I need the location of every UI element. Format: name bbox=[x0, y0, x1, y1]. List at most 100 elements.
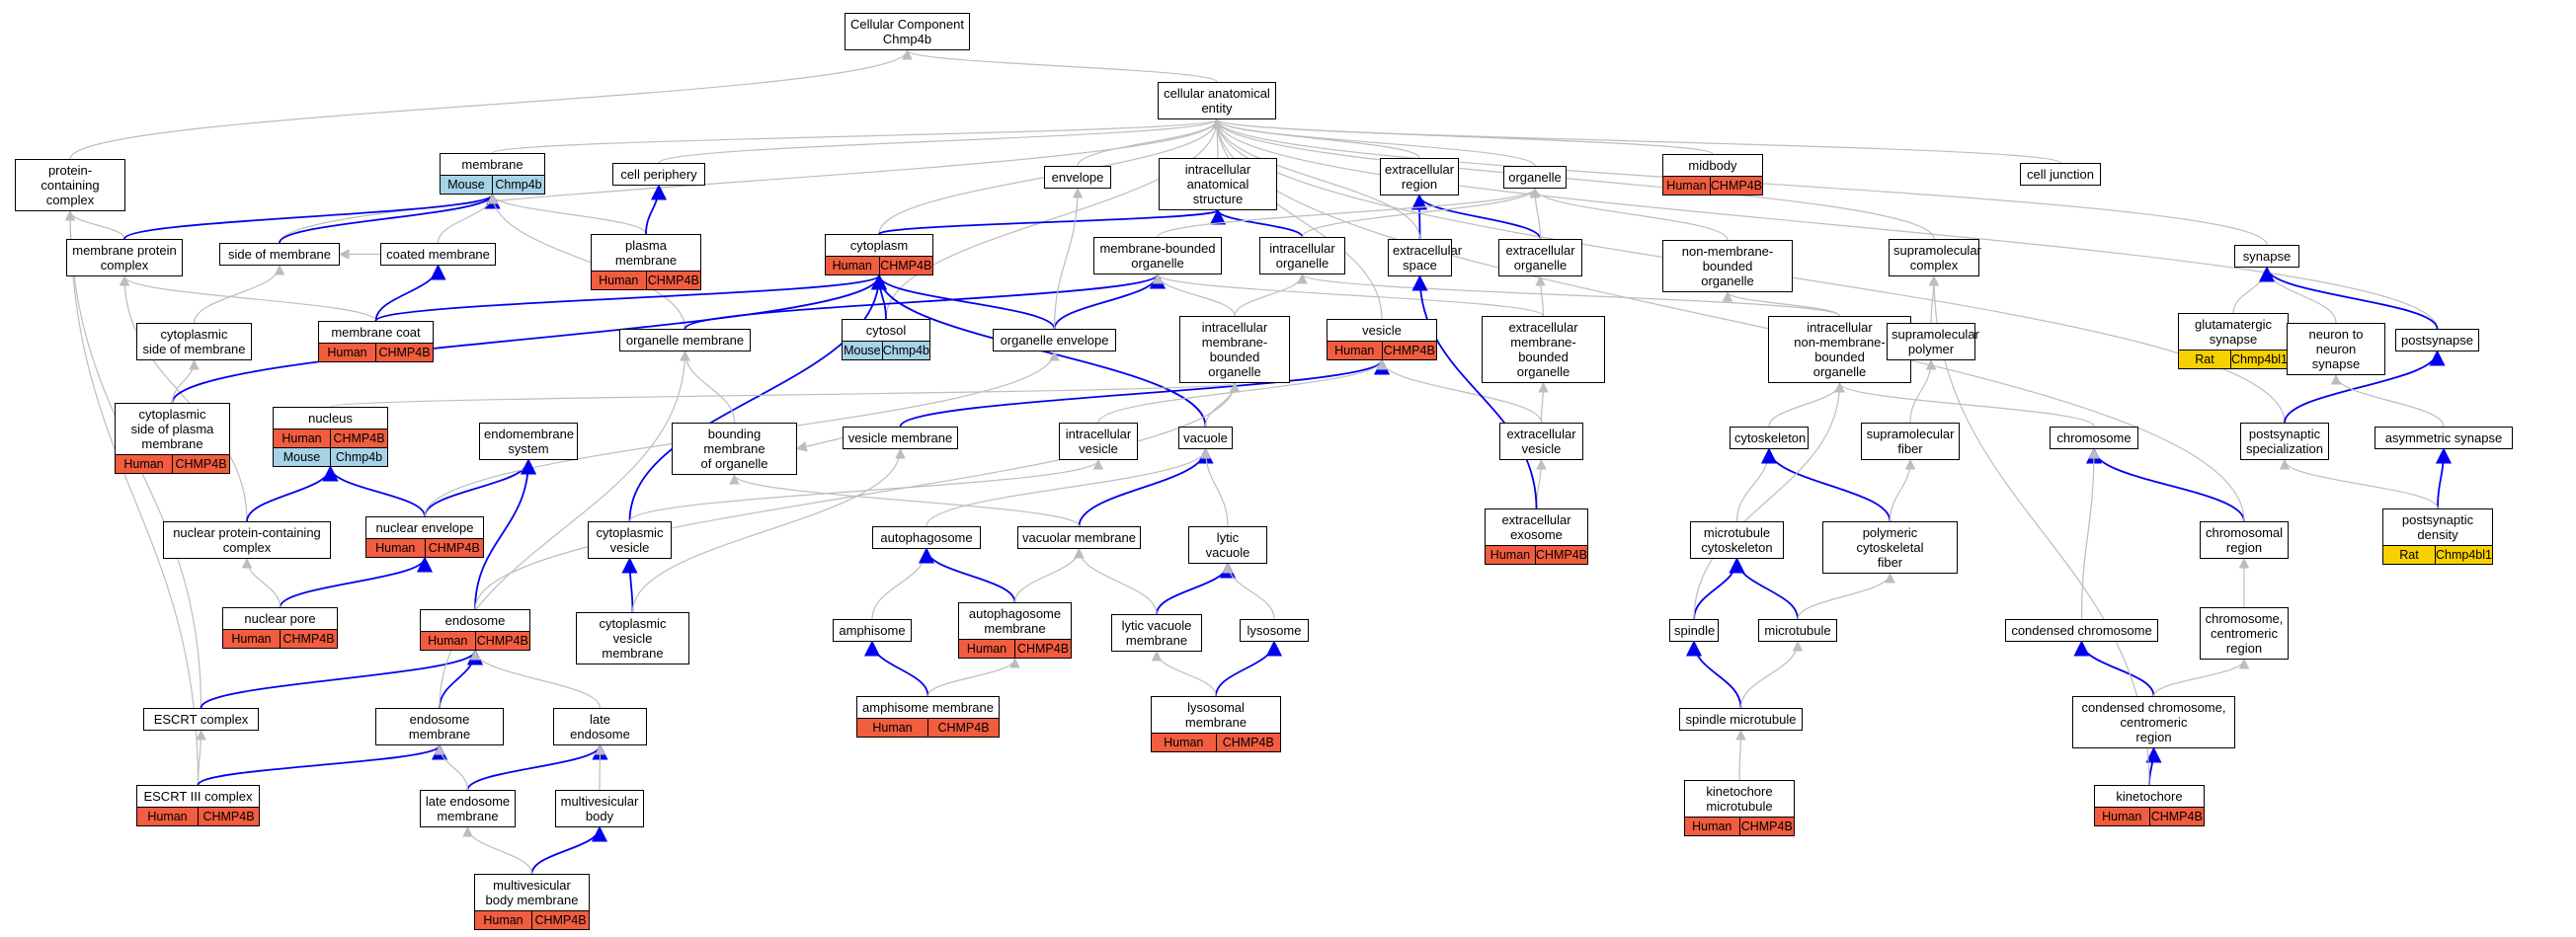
node-chromosome[interactable]: chromosome bbox=[2050, 427, 2138, 449]
node-extreg[interactable]: extracellular region bbox=[1380, 158, 1459, 195]
node-suppoly[interactable]: supramolecular polymer bbox=[1887, 323, 1979, 360]
node-npcc[interactable]: nuclear protein-containing complex bbox=[163, 521, 331, 559]
gene-tag: CHMP4B bbox=[1738, 818, 1794, 835]
species-tag: Human bbox=[274, 429, 330, 447]
node-polycytofib[interactable]: polymeric cytoskeletal fiber bbox=[1822, 521, 1958, 574]
node-supcomplex[interactable]: supramolecular complex bbox=[1889, 239, 1981, 276]
node-nmbo[interactable]: non-membrane-bounded organelle bbox=[1662, 240, 1793, 292]
node-chromcent[interactable]: chromosome, centromeric region bbox=[2200, 607, 2289, 660]
node-mpc[interactable]: membrane protein complex bbox=[66, 239, 183, 276]
node-embo[interactable]: extracellular membrane-bounded organelle bbox=[1482, 316, 1605, 383]
node-extspace[interactable]: extracellular space bbox=[1388, 239, 1462, 276]
node-bmo[interactable]: bounding membrane of organelle bbox=[672, 423, 797, 475]
node-cae[interactable]: cellular anatomical entity bbox=[1158, 82, 1276, 119]
gene-tag: CHMP4B bbox=[280, 630, 337, 648]
node-escrt[interactable]: ESCRT complex bbox=[143, 708, 259, 731]
node-lvmem[interactable]: lytic vacuole membrane bbox=[1111, 614, 1202, 652]
node-intves[interactable]: intracellular vesicle bbox=[1059, 423, 1138, 460]
node-extves[interactable]: extracellular vesicle bbox=[1499, 423, 1583, 460]
node-intorg[interactable]: intracellular organelle bbox=[1259, 237, 1345, 274]
node-postsynapse[interactable]: postsynapse bbox=[2395, 329, 2479, 351]
node-orgenv[interactable]: organelle envelope bbox=[993, 329, 1116, 351]
node-label: lytic vacuole bbox=[1205, 530, 1250, 560]
node-som[interactable]: side of membrane bbox=[219, 243, 340, 266]
node-orgmem[interactable]: organelle membrane bbox=[619, 329, 751, 351]
node-vesmem[interactable]: vesicle membrane bbox=[843, 427, 958, 449]
node-cytsidemem[interactable]: cytoplasmic side of membrane bbox=[136, 323, 252, 360]
node-mtcytoskel[interactable]: microtubule cytoskeleton bbox=[1690, 521, 1784, 559]
node-cytvesmem[interactable]: cytoplasmic vesicle membrane bbox=[576, 612, 689, 664]
node-organelle[interactable]: organelle bbox=[1503, 166, 1567, 189]
node-lateendo[interactable]: late endosome bbox=[553, 708, 647, 745]
node-amphisome[interactable]: amphisome bbox=[833, 619, 912, 642]
node-celljunc[interactable]: cell junction bbox=[2020, 163, 2101, 186]
node-spindle[interactable]: spindle bbox=[1669, 619, 1719, 642]
node-lyticvac[interactable]: lytic vacuole bbox=[1188, 526, 1267, 564]
node-label: extracellular membrane-bounded organelle bbox=[1508, 320, 1578, 379]
is-a-edge-vacuole-imbo bbox=[1204, 381, 1241, 428]
node-pcc[interactable]: protein-containing complex bbox=[15, 159, 125, 211]
node-asymsyn[interactable]: asymmetric synapse bbox=[2375, 427, 2513, 449]
node-cytoskel[interactable]: cytoskeleton bbox=[1730, 427, 1809, 449]
node-ias[interactable]: intracellular anatomical structure bbox=[1159, 158, 1277, 210]
node-cellperiph[interactable]: cell periphery bbox=[612, 163, 705, 186]
node-condchrom[interactable]: condensed chromosome bbox=[2005, 619, 2158, 642]
node-vacuole[interactable]: vacuole bbox=[1178, 427, 1233, 449]
node-extorg[interactable]: extracellular organelle bbox=[1498, 239, 1582, 276]
node-label: non-membrane-bounded organelle bbox=[1681, 244, 1774, 288]
node-autophagosome[interactable]: autophagosome bbox=[872, 526, 981, 549]
node-mvb[interactable]: multivesicular body bbox=[555, 790, 644, 827]
node-psd_spec[interactable]: postsynaptic specialization bbox=[2240, 423, 2329, 460]
node-condcent[interactable]: condensed chromosome, centromeric region bbox=[2072, 696, 2235, 748]
node-spindlemt[interactable]: spindle microtubule bbox=[1679, 708, 1803, 731]
node-endosys[interactable]: endomembrane system bbox=[479, 423, 578, 460]
node-supfiber[interactable]: supramolecular fiber bbox=[1861, 423, 1960, 460]
node-lateendomem[interactable]: late endosome membrane bbox=[420, 790, 516, 827]
node-mbo[interactable]: membrane-bounded organelle bbox=[1093, 237, 1222, 274]
species-tag: Human bbox=[475, 911, 531, 929]
node-vacmem[interactable]: vacuolar membrane bbox=[1017, 526, 1141, 549]
node-envelope[interactable]: envelope bbox=[1044, 166, 1111, 189]
is-a-edge-intorg-organelle bbox=[1301, 187, 1541, 238]
node-lysosome[interactable]: lysosome bbox=[1240, 619, 1309, 642]
node-label: extracellular vesicle bbox=[1506, 427, 1576, 456]
is-a-edge-psdensity-psd_spec bbox=[2279, 458, 2439, 509]
node-chromreg[interactable]: chromosomal region bbox=[2200, 521, 2289, 559]
is-a-edge-spindle-inmbo bbox=[1693, 381, 1845, 620]
node-coatedmem[interactable]: coated membrane bbox=[380, 243, 496, 266]
node-cytves[interactable]: cytoplasmic vesicle bbox=[588, 521, 672, 559]
node-microtubule[interactable]: microtubule bbox=[1758, 619, 1837, 642]
species-tag: Rat bbox=[2179, 351, 2231, 368]
node-imbo[interactable]: intracellular membrane-bounded organelle bbox=[1179, 316, 1290, 383]
node-root[interactable]: Cellular Component Chmp4b bbox=[845, 13, 970, 50]
node-synapse[interactable]: synapse bbox=[2234, 245, 2299, 268]
node-label: organelle membrane bbox=[625, 333, 745, 348]
node-n2n[interactable]: neuron to neuron synapse bbox=[2287, 323, 2385, 375]
node-endomem[interactable]: endosome membrane bbox=[375, 708, 504, 745]
node-label: cellular anatomical entity bbox=[1164, 86, 1270, 116]
